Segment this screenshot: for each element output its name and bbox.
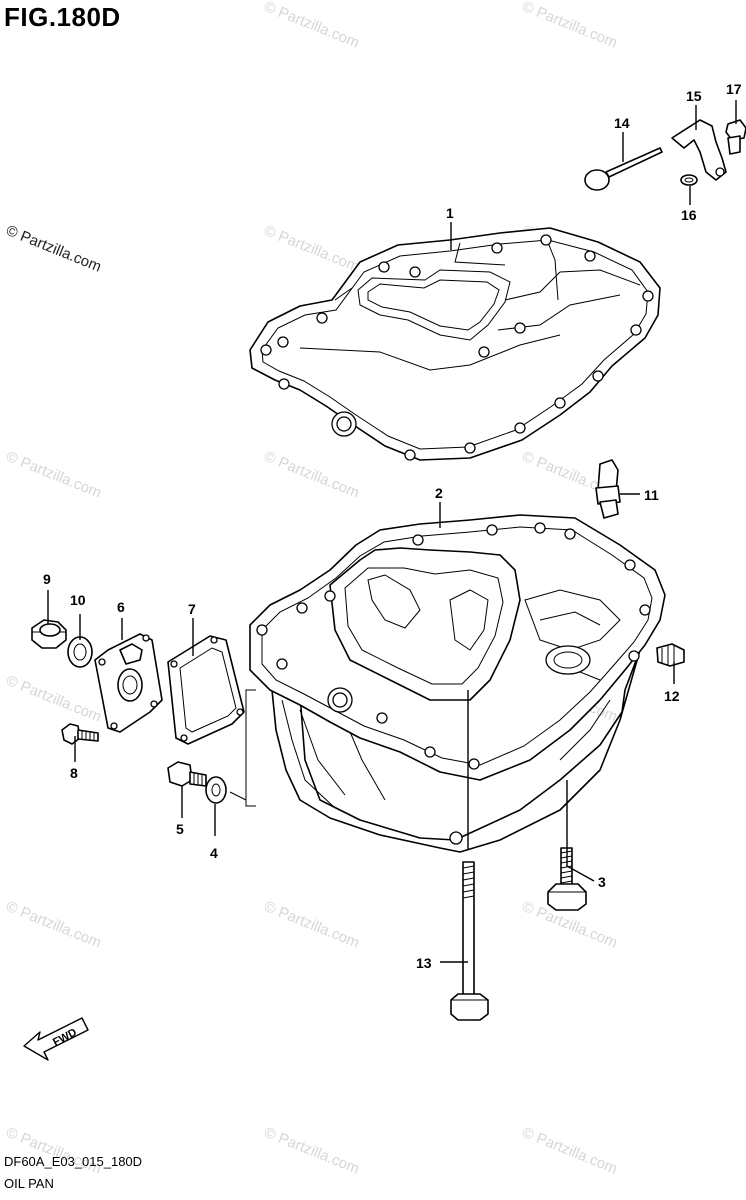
callout-15: 15 [686,88,702,104]
callout-2: 2 [435,485,443,501]
sensor-11[interactable] [595,459,621,519]
callout-11: 11 [644,487,659,503]
callout-14: 14 [614,115,630,131]
plug-9[interactable] [31,619,67,649]
oil-pan-gasket[interactable] [249,227,661,461]
drain-plug-5[interactable] [167,761,207,787]
callout-17: 17 [726,81,742,97]
fwd-arrow-icon: FWD [23,1017,89,1061]
callout-3: 3 [598,874,606,890]
oil-pan[interactable] [249,514,666,853]
callout-10: 10 [70,592,86,608]
o-ring-16[interactable] [680,174,698,186]
leader-lines [47,100,737,963]
long-bolt-13[interactable] [450,861,489,1021]
callout-13: 13 [416,955,432,971]
callout-5: 5 [176,821,184,837]
callout-4: 4 [210,845,218,861]
screw-8[interactable] [61,723,99,745]
figure-code: DF60A_E03_015_180D [4,1154,143,1169]
screw-17[interactable] [725,119,746,155]
callout-9: 9 [43,571,51,587]
callout-16: 16 [681,207,697,223]
cover-6[interactable] [94,633,163,733]
plug-12[interactable] [656,643,685,667]
fwd-label: FWD [51,1026,79,1048]
callout-8: 8 [70,765,78,781]
callout-numbers: 1 2 3 4 5 6 7 8 9 10 11 12 13 14 15 16 1… [43,81,742,971]
dipstick-guide-15[interactable] [671,119,727,181]
gasket-7[interactable] [167,635,245,745]
dipstick-14[interactable] [584,147,663,191]
callout-12: 12 [664,688,680,704]
callout-7: 7 [188,601,196,617]
figure-title: FIG.180D [4,2,121,32]
washer-4[interactable] [205,776,227,804]
figure-caption: OIL PAN [4,1176,54,1191]
callout-1: 1 [446,205,454,221]
o-ring-10[interactable] [67,636,93,668]
callout-6: 6 [117,599,125,615]
